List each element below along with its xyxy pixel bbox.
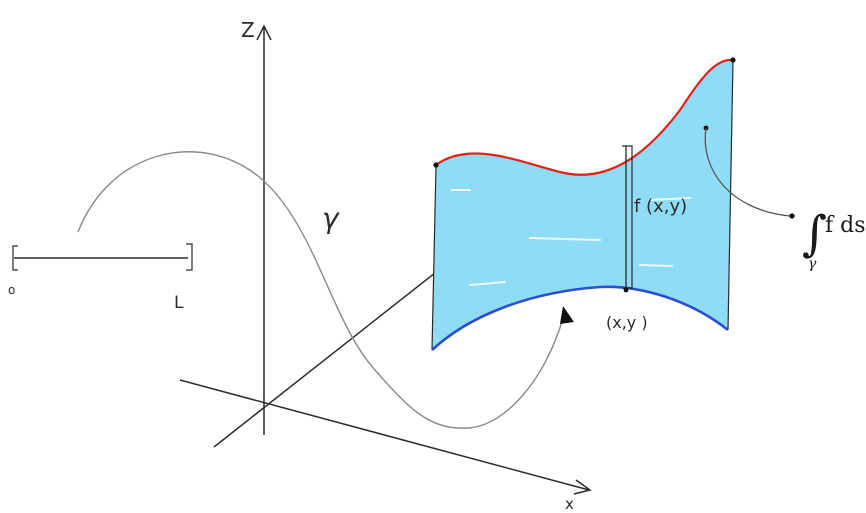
surface-corner-dot-right xyxy=(730,57,736,63)
base-point-label: (x,y ) xyxy=(606,313,648,332)
gamma-curve xyxy=(77,151,564,429)
surface-right-edge xyxy=(727,59,734,331)
base-point-dot xyxy=(623,287,629,293)
z-axis-label: Z xyxy=(241,18,255,42)
x-axis-arrowhead xyxy=(573,479,592,495)
interval-right-label: L xyxy=(174,293,184,313)
integral-integrand: f ds xyxy=(825,213,866,238)
gamma-curve-arrowhead xyxy=(560,306,574,324)
interval-left-label: o xyxy=(8,283,15,297)
interval-left-bracket xyxy=(12,245,18,271)
connector-end-dot xyxy=(789,213,795,219)
interval-right-bracket xyxy=(186,243,193,271)
integral-connector xyxy=(704,127,791,217)
surface-top-edge xyxy=(435,58,734,176)
height-label: f (x,y) xyxy=(634,196,687,217)
z-axis-arrowhead xyxy=(256,24,272,41)
x-axis xyxy=(179,379,590,491)
gamma-label: γ xyxy=(322,202,340,235)
x-axis-label: x xyxy=(565,495,574,513)
surface-highlights xyxy=(451,189,691,286)
integral-subscript: γ xyxy=(808,256,817,272)
surface-left-edge xyxy=(431,164,437,351)
integral-sign: ∫ xyxy=(802,206,827,262)
surface-fill xyxy=(432,59,733,351)
surface-corner-dot-left xyxy=(433,162,439,168)
surface-bottom-edge xyxy=(431,285,729,351)
